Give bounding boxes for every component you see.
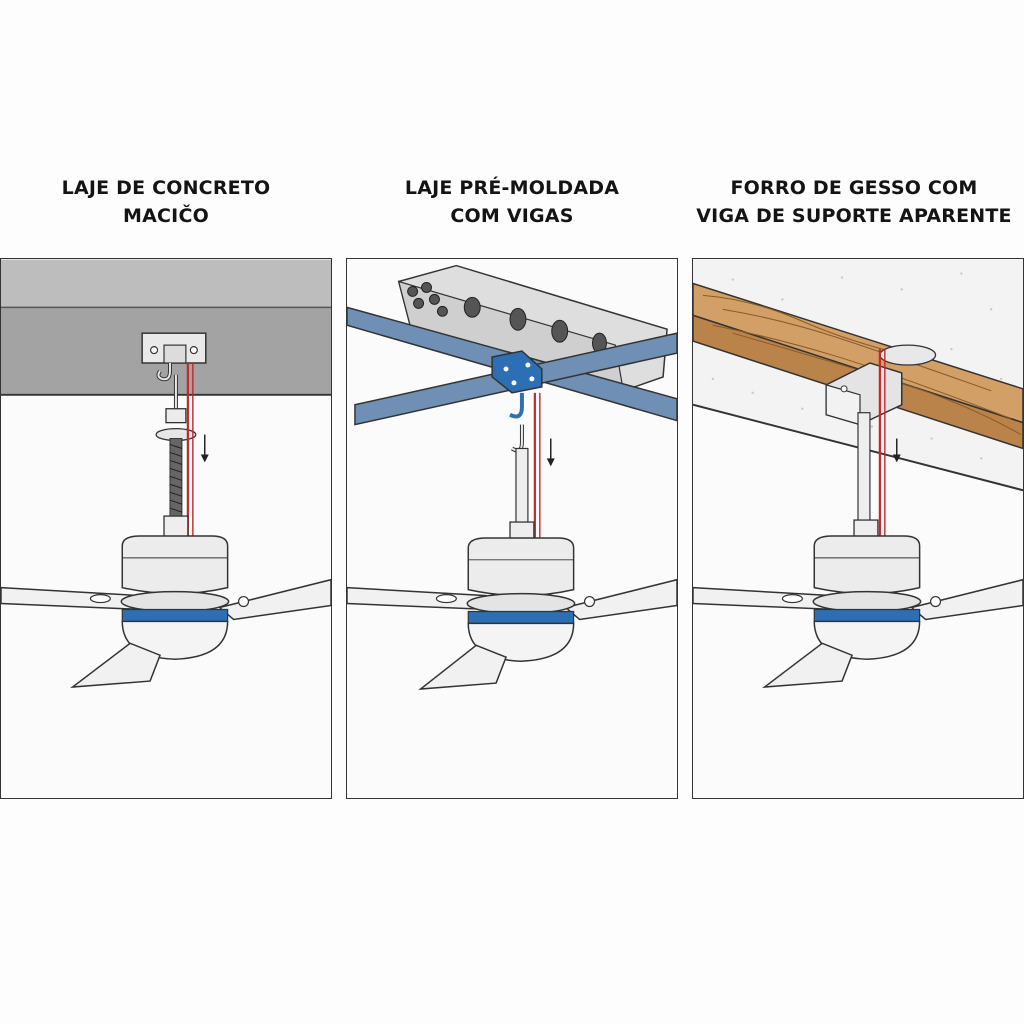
junction-bracket [491, 350, 543, 394]
gypsum-ceiling-illustration [693, 259, 1023, 688]
title-line: LAJE DE CONCRETO [61, 177, 271, 199]
title-line: FORRO DE GESSO COM [730, 177, 978, 199]
panel-concrete-slab [0, 258, 332, 799]
precast-slab-illustration [347, 264, 677, 690]
slab-top-face [1, 259, 331, 308]
title-line: COM VIGAS [450, 205, 574, 227]
ceiling-fan-icon [347, 521, 677, 690]
ceiling-fan-icon [1, 515, 331, 688]
arrow-down-icon [200, 434, 209, 463]
arrow-down-icon [892, 438, 901, 463]
title-line: VIGA DE SUPORTE APARENTE [696, 205, 1012, 227]
concrete-slab-illustration [1, 259, 331, 688]
ceiling-fan-icon [693, 519, 1023, 688]
arrow-down-icon [546, 438, 555, 467]
panel-title-precast: LAJE PRÉ-MOLDADA COM VIGAS [342, 174, 682, 230]
panel-title-concrete: LAJE DE CONCRETO MACIČO [0, 174, 336, 230]
title-line: LAJE PRÉ-MOLDADA [404, 177, 620, 199]
hook-icon [509, 392, 524, 453]
panel-title-gypsum: FORRO DE GESSO COM VIGA DE SUPORTE APARE… [684, 174, 1024, 230]
panel-precast-slab [346, 258, 678, 799]
title-line: MACIČO [123, 205, 209, 227]
panel-gypsum-ceiling [692, 258, 1024, 799]
